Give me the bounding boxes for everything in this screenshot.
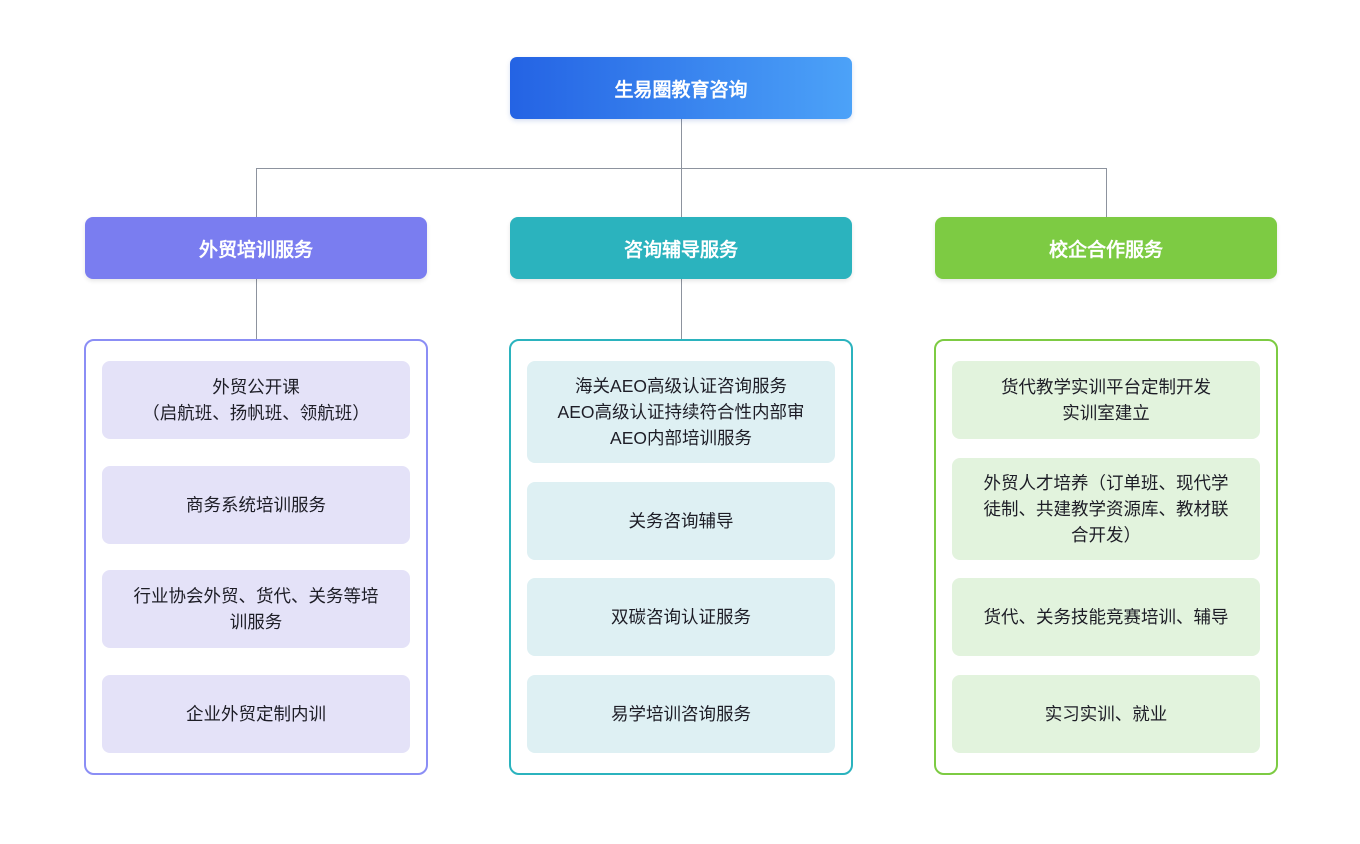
root-node: 生易圈教育咨询 xyxy=(510,57,852,119)
branch-list-foreign-trade-training: 外贸公开课 （启航班、扬帆班、领航班） 商务系统培训服务 行业协会外贸、货代、关… xyxy=(84,339,428,775)
list-item: 外贸人才培养（订单班、现代学 徒制、共建教学资源库、教材联 合开发） xyxy=(952,457,1260,560)
list-item: 商务系统培训服务 xyxy=(102,465,410,544)
connector-middle-stub xyxy=(681,168,682,217)
list-item: 货代教学实训平台定制开发 实训室建立 xyxy=(952,361,1260,439)
list-item: 行业协会外贸、货代、关务等培 训服务 xyxy=(102,570,410,649)
list-item: 外贸公开课 （启航班、扬帆班、领航班） xyxy=(102,361,410,439)
list-item: 关务咨询辅导 xyxy=(527,481,835,560)
connector-left-header-to-list xyxy=(256,279,257,339)
list-item: 货代、关务技能竞赛培训、辅导 xyxy=(952,578,1260,657)
branch-list-school-enterprise: 货代教学实训平台定制开发 实训室建立 外贸人才培养（订单班、现代学 徒制、共建教… xyxy=(934,339,1278,775)
branch-header-consulting-coaching: 咨询辅导服务 xyxy=(510,217,852,279)
connector-root-down xyxy=(681,119,682,168)
list-item: 海关AEO高级认证咨询服务 AEO高级认证持续符合性内部审 AEO内部培训服务 xyxy=(527,361,835,463)
connector-left-stub xyxy=(256,168,257,217)
list-item: 企业外贸定制内训 xyxy=(102,674,410,753)
list-item: 双碳咨询认证服务 xyxy=(527,578,835,657)
connector-middle-header-to-list xyxy=(681,279,682,339)
branch-list-consulting-coaching: 海关AEO高级认证咨询服务 AEO高级认证持续符合性内部审 AEO内部培训服务 … xyxy=(509,339,853,775)
branch-header-foreign-trade-training: 外贸培训服务 xyxy=(85,217,427,279)
list-item: 实习实训、就业 xyxy=(952,674,1260,753)
connector-right-stub xyxy=(1106,168,1107,217)
branch-header-school-enterprise: 校企合作服务 xyxy=(935,217,1277,279)
list-item: 易学培训咨询服务 xyxy=(527,674,835,753)
